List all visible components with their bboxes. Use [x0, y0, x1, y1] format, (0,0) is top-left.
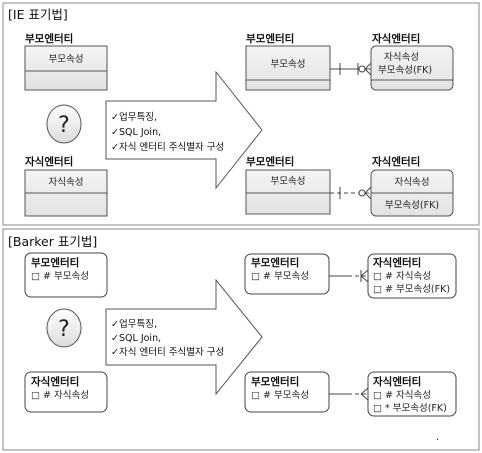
- entity-name: 부모엔터티: [251, 256, 299, 269]
- barker-section-title: [Barker 표기법]: [8, 234, 97, 249]
- barker-top-parent-entity: 부모엔터티 □ # 부모속성: [244, 253, 330, 295]
- crowfoot-icon: [360, 269, 369, 277]
- bullet-check-icon: ✓: [111, 112, 119, 123]
- entity-name: 부모엔터티: [251, 375, 299, 388]
- entity-box: [24, 371, 108, 413]
- entity-attribute: □ # 자식속성: [373, 271, 431, 282]
- bullet-check-icon: ✓: [111, 127, 119, 138]
- crowfoot-icon: [364, 192, 372, 200]
- question-bubble: [46, 104, 82, 144]
- question-bubble: [46, 308, 82, 348]
- optional-circle-icon: [358, 65, 366, 73]
- entity-box: [245, 45, 331, 91]
- barker-arrow: [105, 278, 263, 396]
- entity-name: 자식엔터티: [372, 32, 420, 45]
- ie-left-child-entity: 자식엔터티 자식속성: [24, 155, 108, 217]
- bullet-check-icon: ✓: [111, 319, 119, 330]
- question-mark: ?: [58, 317, 70, 342]
- entity-attribute: □ # 자식속성: [373, 390, 431, 401]
- ie-arrow: [105, 70, 263, 190]
- entity-attribute: □ # 부모속성: [251, 390, 309, 401]
- ie-bottom-child-entity: 자식엔터티 자식속성 부모속성(FK): [370, 155, 454, 217]
- bullet-check-icon: ✓: [111, 333, 119, 344]
- ie-question-circle: ?: [46, 104, 82, 144]
- barker-non-identifying-relationship: [329, 387, 369, 401]
- entity-name: 부모엔터티: [246, 32, 294, 45]
- crowfoot-icon: [364, 186, 372, 194]
- entity-box: [367, 253, 457, 299]
- entity-attribute: □ # 부모속성: [251, 271, 309, 282]
- bullet-check-icon: ✓: [111, 142, 119, 153]
- barker-identifying-relationship: [329, 269, 369, 283]
- barker-section: [Barker 표기법] 부모엔터티 □ # 부모속성 ? 자식엔터티 □ # …: [2, 228, 480, 451]
- entity-name: 부모엔터티: [25, 32, 73, 45]
- crowfoot-icon: [360, 393, 369, 401]
- entity-fk-attribute: 부모속성(FK): [378, 65, 432, 76]
- entity-attribute: 자식속성: [395, 177, 430, 188]
- entity-box: [370, 45, 454, 91]
- bullet-item: 업무특징,: [119, 318, 157, 330]
- barker-bottom-parent-entity: 부모엔터티 □ # 부모속성: [244, 371, 330, 413]
- crowfoot-icon: [360, 387, 369, 395]
- barker-bottom-child-entity: 자식엔터티 □ # 자식속성 □ * 부모속성(FK): [367, 371, 457, 417]
- barker-question-circle: ?: [46, 308, 82, 348]
- bullet-item: SQL Join,: [119, 127, 161, 138]
- footer-mark: .: [436, 432, 439, 443]
- ie-left-parent-entity: 부모엔터티 부모속성: [24, 32, 108, 91]
- bullet-item: 자식 엔터티 주식별자 구성: [119, 142, 224, 153]
- ie-top-parent-entity: 부모엔터티 부모속성: [245, 32, 331, 91]
- entity-name: 자식엔터티: [372, 155, 420, 168]
- entity-attribute: □ # 부모속성: [31, 271, 89, 282]
- ie-top-child-entity: 자식엔터티 자식속성 부모속성(FK): [370, 32, 454, 91]
- bullet-item: 업무특징,: [119, 111, 157, 123]
- ie-non-identifying-relationship: [330, 186, 372, 200]
- entity-box: [244, 253, 330, 295]
- entity-attribute: □ # 자식속성: [31, 390, 89, 401]
- entity-attribute: 자식속성: [384, 52, 419, 63]
- entity-name: 자식엔터티: [373, 375, 421, 388]
- entity-fk-attribute: 부모속성(FK): [385, 200, 439, 211]
- entity-box: [367, 371, 457, 417]
- bullet-check-icon: ✓: [111, 347, 119, 358]
- entity-attribute: 부모속성: [49, 54, 84, 65]
- entity-name: 부모엔터티: [31, 256, 79, 269]
- entity-box: [24, 45, 108, 91]
- entity-fk-attribute: □ # 부모속성(FK): [373, 284, 450, 295]
- entity-name: 부모엔터티: [246, 155, 294, 168]
- crowfoot-icon: [364, 68, 372, 76]
- entity-fk-attribute: □ * 부모속성(FK): [373, 403, 447, 414]
- ie-identifying-relationship: [330, 62, 372, 76]
- entity-name: 자식엔터티: [373, 256, 421, 269]
- entity-box: [244, 371, 330, 413]
- entity-attribute: 자식속성: [49, 177, 84, 188]
- question-mark: ?: [58, 113, 70, 138]
- barker-bullet-list: ✓ 업무특징, ✓ SQL Join, ✓ 자식 엔터티 주식별자 구성: [111, 318, 224, 358]
- barker-left-parent-entity: 부모엔터티 □ # 부모속성: [24, 252, 108, 298]
- ie-bottom-parent-entity: 부모엔터티 부모속성: [245, 155, 331, 215]
- entity-name: 자식엔터티: [31, 375, 79, 388]
- entity-box: [24, 252, 108, 298]
- entity-attribute: 부모속성: [271, 59, 306, 70]
- ie-bullet-list: ✓ 업무특징, ✓ SQL Join, ✓ 자식 엔터티 주식별자 구성: [111, 111, 224, 153]
- bullet-item: SQL Join,: [119, 333, 161, 344]
- entity-name: 자식엔터티: [25, 155, 73, 168]
- ie-section-title: [IE 표기법]: [8, 7, 68, 22]
- bullet-item: 자식 엔터티 주식별자 구성: [119, 347, 224, 358]
- entity-box: [245, 169, 331, 215]
- crowfoot-icon: [360, 275, 369, 283]
- barker-left-child-entity: 자식엔터티 □ # 자식속성: [24, 371, 108, 413]
- optional-circle-icon: [358, 189, 366, 197]
- ie-section: [IE 표기법] 부모엔터티 부모속성 ? 자식엔터티 자식속성 ✓ 업무특징,…: [2, 2, 480, 226]
- crowfoot-icon: [364, 62, 372, 70]
- barker-top-child-entity: 자식엔터티 □ # 자식속성 □ # 부모속성(FK): [367, 253, 457, 299]
- entity-attribute: 부모속성: [271, 176, 306, 187]
